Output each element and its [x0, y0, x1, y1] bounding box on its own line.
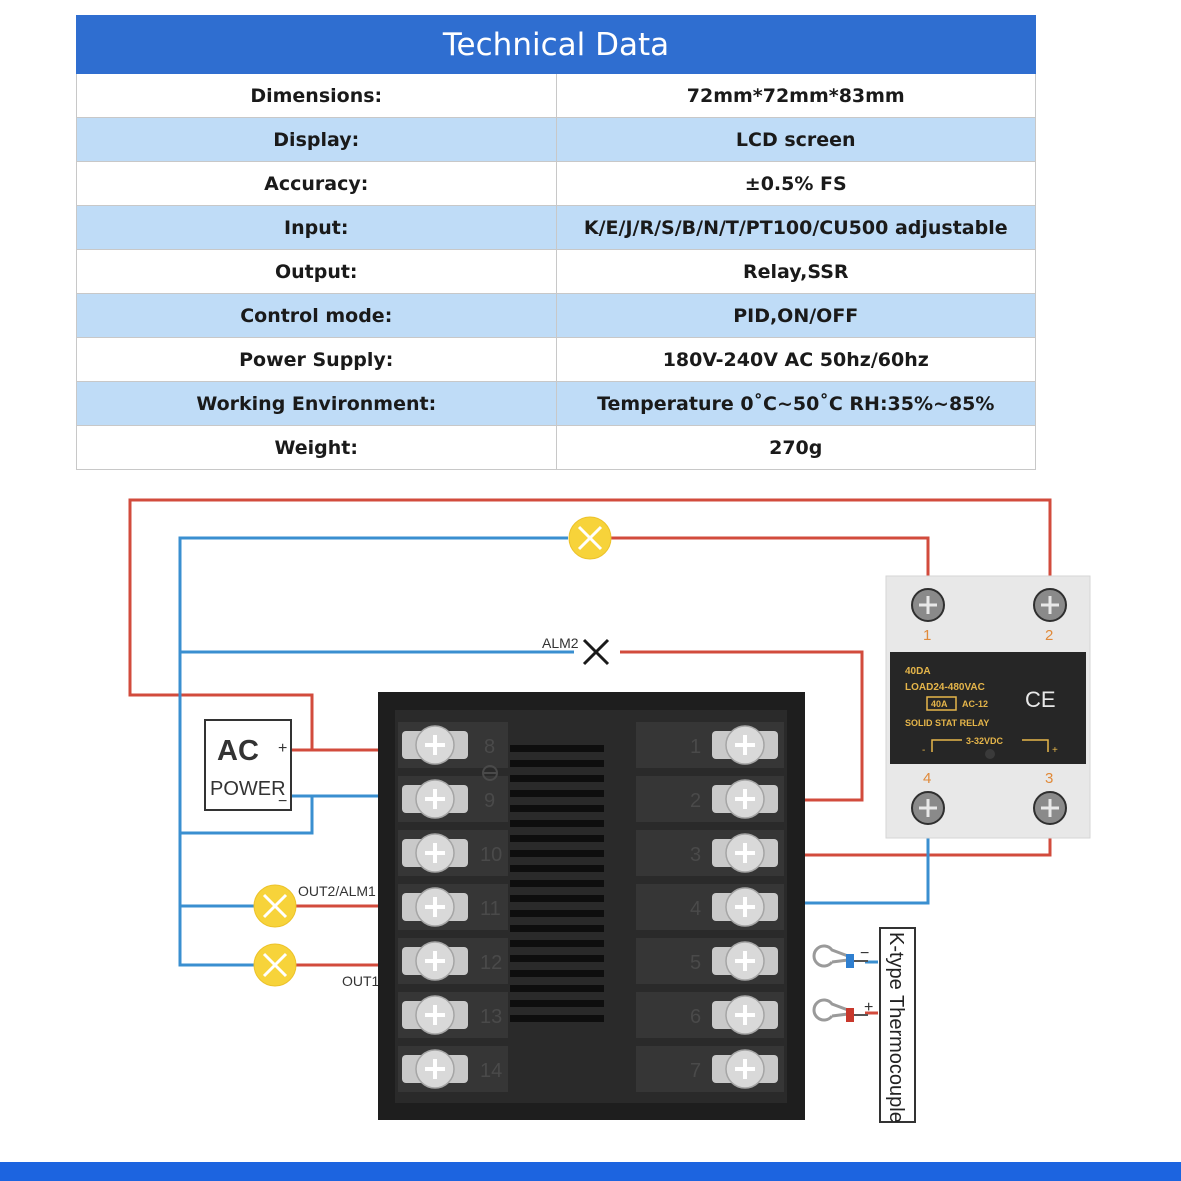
spec-value: Temperature 0˚C~50˚C RH:35%~85% — [555, 381, 1036, 426]
terminal-number: 8 — [484, 736, 495, 758]
lamp-out2-icon — [252, 883, 298, 929]
spec-value: K/E/J/R/S/B/N/T/PT100/CU500 adjustable — [555, 205, 1036, 250]
spec-label: Working Environment: — [76, 381, 557, 426]
table-row: Output:Relay,SSR — [76, 249, 1036, 294]
terminal-number: 13 — [480, 1006, 502, 1028]
ssr-screw-icon — [910, 587, 946, 623]
table-row: Accuracy:±0.5% FS — [76, 161, 1036, 206]
ac-power-box: AC POWER + − — [204, 719, 292, 811]
table-row: Power Supply:180V-240V AC 50hz/60hz — [76, 337, 1036, 382]
ssr-terminal-number: 4 — [923, 770, 931, 787]
ssr-rating: 40DA — [905, 666, 931, 677]
ssr-current-badge: 40A — [931, 699, 948, 709]
spec-label: Input: — [76, 205, 557, 250]
spec-value: PID,ON/OFF — [555, 293, 1036, 338]
alm2-contact-icon — [578, 634, 614, 670]
terminal-number: 9 — [484, 790, 495, 812]
spec-label: Dimensions: — [76, 73, 557, 118]
terminal-number: 10 — [480, 844, 502, 866]
table-row: Weight:270g — [76, 425, 1036, 470]
table-row: Control mode:PID,ON/OFF — [76, 293, 1036, 338]
terminal-number: 7 — [690, 1060, 701, 1082]
thermocouple: − + K-type Thermocouple — [812, 927, 916, 1123]
ssr-screw-icon — [1032, 790, 1068, 826]
ssr-load: LOAD24-480VAC — [905, 682, 985, 693]
power-subtitle: POWER — [210, 778, 286, 800]
terminal-number: 11 — [480, 898, 501, 920]
spec-label: Accuracy: — [76, 161, 557, 206]
ssr-minus-sign: - — [922, 745, 925, 756]
table-title: Technical Data — [76, 15, 1036, 74]
spec-label: Output: — [76, 249, 557, 294]
terminal-screw-icon — [400, 940, 470, 982]
ssr-terminal-number: 3 — [1045, 770, 1053, 787]
spec-label: Control mode: — [76, 293, 557, 338]
spec-label: Power Supply: — [76, 337, 557, 382]
terminal-number: 14 — [480, 1060, 502, 1082]
ssr-terminal-number: 2 — [1045, 627, 1053, 644]
terminal-screw-icon — [400, 994, 470, 1036]
controller-back-panel: 8 9 10 11 12 13 14 1 2 3 4 5 6 7 — [378, 692, 805, 1120]
lamp-top-icon — [567, 515, 613, 561]
bottom-bar — [0, 1162, 1181, 1181]
solid-state-relay: 1 2 4 3 40DA LOAD24-480VAC AC-12 SOLID S… — [885, 575, 1091, 839]
terminal-screw-icon — [400, 778, 470, 820]
spec-value: 72mm*72mm*83mm — [555, 73, 1036, 118]
thermocouple-minus: − — [860, 945, 869, 962]
wiring-diagram: ALM2 OUT2/ALM1 OUT1 AC POWER + − — [128, 498, 1091, 1123]
ssr-terminal-number: 1 — [923, 627, 931, 644]
table-row: Display:LCD screen — [76, 117, 1036, 162]
terminal-screw-icon — [710, 886, 780, 928]
terminal-screw-icon — [400, 832, 470, 874]
blue-wires — [178, 536, 930, 967]
terminal-screw-icon — [400, 1048, 470, 1090]
ssr-plus-sign: + — [1052, 745, 1058, 756]
thermocouple-plus: + — [864, 999, 873, 1016]
table-row: Working Environment:Temperature 0˚C~50˚C… — [76, 381, 1036, 426]
spec-label: Display: — [76, 117, 557, 162]
ssr-screw-icon — [1032, 587, 1068, 623]
technical-data-table: Technical Data Dimensions:72mm*72mm*83mm… — [76, 15, 1036, 470]
terminal-number: 12 — [480, 952, 502, 974]
terminal-screw-icon — [400, 724, 470, 766]
terminal-number: 1 — [690, 736, 701, 758]
terminal-screw-icon — [710, 778, 780, 820]
ssr-type: SOLID STAT RELAY — [905, 718, 989, 728]
terminal-number: 3 — [690, 844, 701, 866]
ssr-screw-icon — [910, 790, 946, 826]
ac-minus-sign: − — [278, 793, 287, 810]
terminal-screw-icon — [710, 994, 780, 1036]
ce-mark: CE — [1025, 687, 1056, 712]
table-row: Input:K/E/J/R/S/B/N/T/PT100/CU500 adjust… — [76, 205, 1036, 250]
terminal-number: 6 — [690, 1006, 701, 1028]
ssr-input-voltage: 3-32VDC — [966, 736, 1004, 746]
ac-title: AC — [217, 735, 259, 767]
ssr-model: AC-12 — [962, 699, 988, 709]
ac-plus-sign: + — [278, 740, 287, 757]
terminal-screw-icon — [710, 832, 780, 874]
terminal-screw-icon — [710, 940, 780, 982]
spec-value: Relay,SSR — [555, 249, 1036, 294]
terminal-screw-icon — [710, 1048, 780, 1090]
terminal-number: 2 — [690, 790, 701, 812]
spec-value: LCD screen — [555, 117, 1036, 162]
terminal-screw-icon — [710, 724, 780, 766]
terminal-number: 5 — [690, 952, 701, 974]
lamp-out1-icon — [252, 942, 298, 988]
table-row: Dimensions:72mm*72mm*83mm — [76, 73, 1036, 118]
spec-value: 270g — [555, 425, 1036, 470]
alm2-label: ALM2 — [542, 635, 579, 651]
polarity-symbol-icon — [482, 765, 498, 781]
out1-label: OUT1 — [342, 973, 380, 989]
spec-value: ±0.5% FS — [555, 161, 1036, 206]
spec-value: 180V-240V AC 50hz/60hz — [555, 337, 1036, 382]
thermocouple-label: K-type Thermocouple — [885, 932, 907, 1123]
spec-label: Weight: — [76, 425, 557, 470]
terminal-screw-icon — [400, 886, 470, 928]
terminal-number: 4 — [690, 898, 701, 920]
out2-alm1-label: OUT2/ALM1 — [298, 883, 376, 899]
